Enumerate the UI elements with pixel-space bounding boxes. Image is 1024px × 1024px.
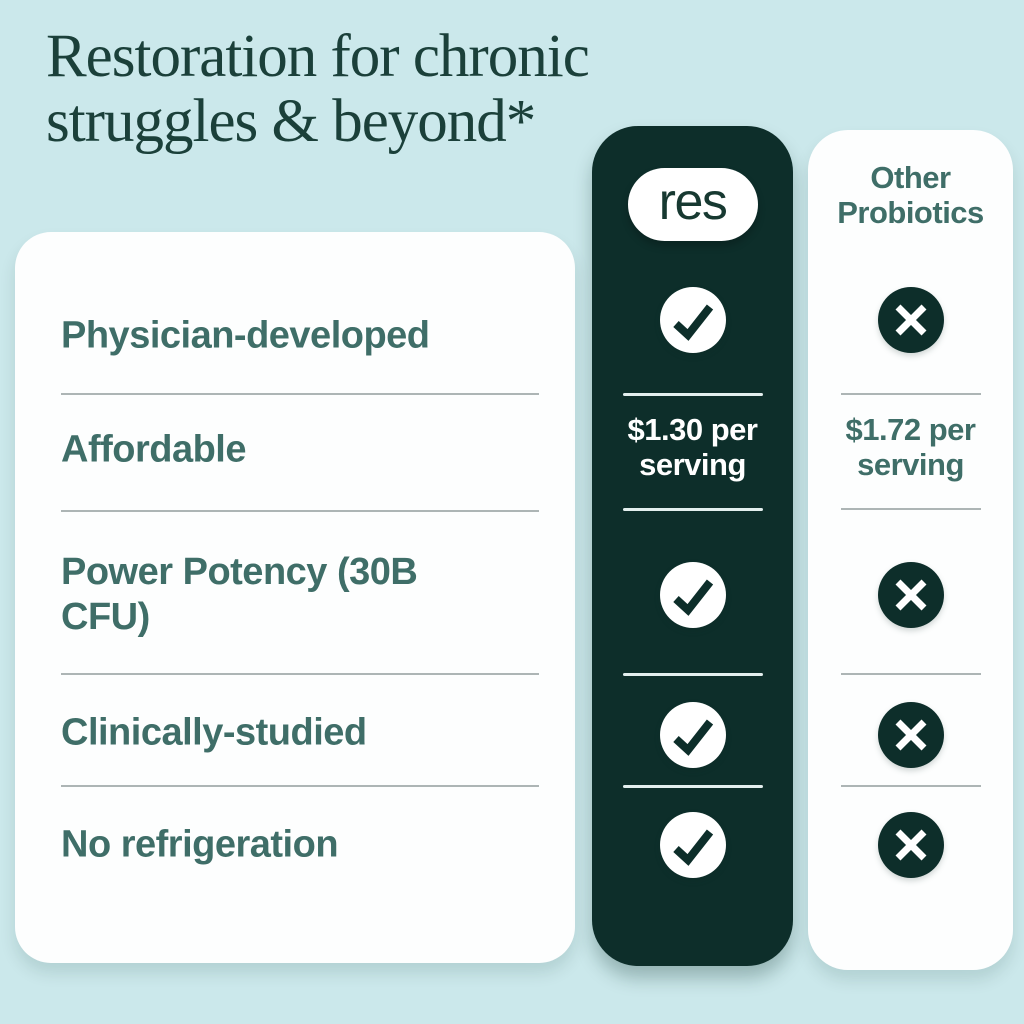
cross-icon: [877, 562, 944, 628]
divider: [61, 510, 539, 512]
features-card: Physician-developed Affordable Power Pot…: [15, 232, 575, 963]
feature-affordable: Affordable: [61, 428, 247, 471]
check-icon: [659, 562, 726, 628]
feature-physician-developed: Physician-developed: [61, 314, 430, 357]
res-brand-logo: res: [627, 168, 758, 241]
other-probiotics-column: Other Probiotics $1.72 per serving: [808, 130, 1013, 970]
divider: [61, 393, 539, 395]
feature-no-refrigeration: No refrigeration: [61, 823, 339, 866]
divider: [840, 673, 981, 675]
cross-icon: [877, 812, 944, 878]
res-column: res $1.30 per serving: [592, 126, 793, 966]
page-title: Restoration for chronic struggles & beyo…: [46, 23, 590, 156]
page-title-line1: Restoration for chronic: [46, 23, 590, 90]
divider: [61, 673, 539, 675]
res-price: $1.30 per serving: [627, 412, 758, 482]
divider: [622, 393, 763, 396]
other-column-header: Other Probiotics: [837, 160, 984, 231]
divider: [622, 508, 763, 511]
page-title-line2: struggles & beyond*: [46, 88, 536, 156]
cross-icon: [877, 702, 944, 768]
divider: [840, 508, 981, 510]
feature-power-potency: Power Potency (30B CFU): [61, 551, 418, 638]
check-icon: [659, 702, 726, 768]
divider: [840, 393, 981, 395]
res-brand-label: res: [658, 172, 728, 231]
other-price: $1.72 per serving: [845, 412, 976, 482]
divider: [622, 673, 763, 676]
divider: [622, 785, 763, 788]
cross-icon: [877, 287, 944, 353]
divider: [840, 785, 981, 787]
check-icon: [659, 812, 726, 878]
feature-clinically-studied: Clinically-studied: [61, 711, 367, 754]
check-icon: [659, 287, 726, 353]
divider: [61, 785, 539, 787]
